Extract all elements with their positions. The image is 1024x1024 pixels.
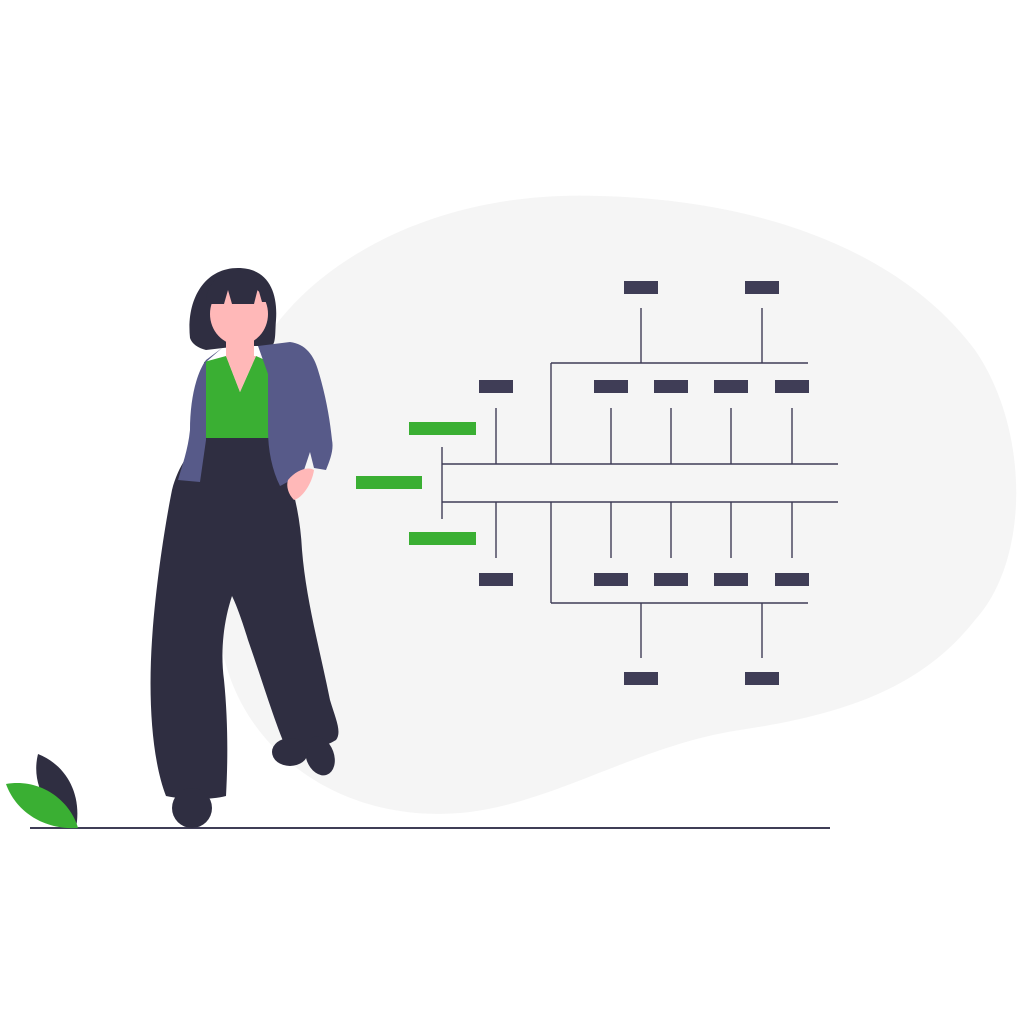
woman-figure <box>150 268 339 828</box>
right-shoe <box>305 736 335 776</box>
accent-node <box>409 532 476 545</box>
green-leaf <box>6 783 78 829</box>
plant-leaves <box>6 754 78 829</box>
left-shoe <box>172 788 212 828</box>
hand <box>287 468 314 500</box>
diagram-nodes <box>356 281 809 685</box>
diagram-node <box>594 380 628 393</box>
v-neck <box>226 356 256 392</box>
diagram-node <box>654 380 688 393</box>
diagram-node <box>745 281 779 294</box>
hair-bangs <box>206 270 271 304</box>
diagram-node <box>714 573 748 586</box>
right-shoe-heel <box>272 738 308 766</box>
background-blob <box>213 195 1017 814</box>
accent-node <box>356 476 422 489</box>
diagram-node <box>479 380 513 393</box>
diagram-node <box>775 380 809 393</box>
diagram-node <box>624 281 658 294</box>
jacket-left <box>178 348 222 482</box>
diagram-node <box>594 573 628 586</box>
diagram-node <box>745 672 779 685</box>
jacket-right <box>258 342 333 486</box>
accent-node <box>409 422 476 435</box>
diagram-node <box>775 573 809 586</box>
hierarchy-diagram <box>441 308 838 658</box>
diagram-node <box>654 573 688 586</box>
trousers <box>150 438 339 799</box>
diagram-node <box>714 380 748 393</box>
green-top <box>204 356 274 440</box>
diagram-node <box>479 573 513 586</box>
diagram-node <box>624 672 658 685</box>
